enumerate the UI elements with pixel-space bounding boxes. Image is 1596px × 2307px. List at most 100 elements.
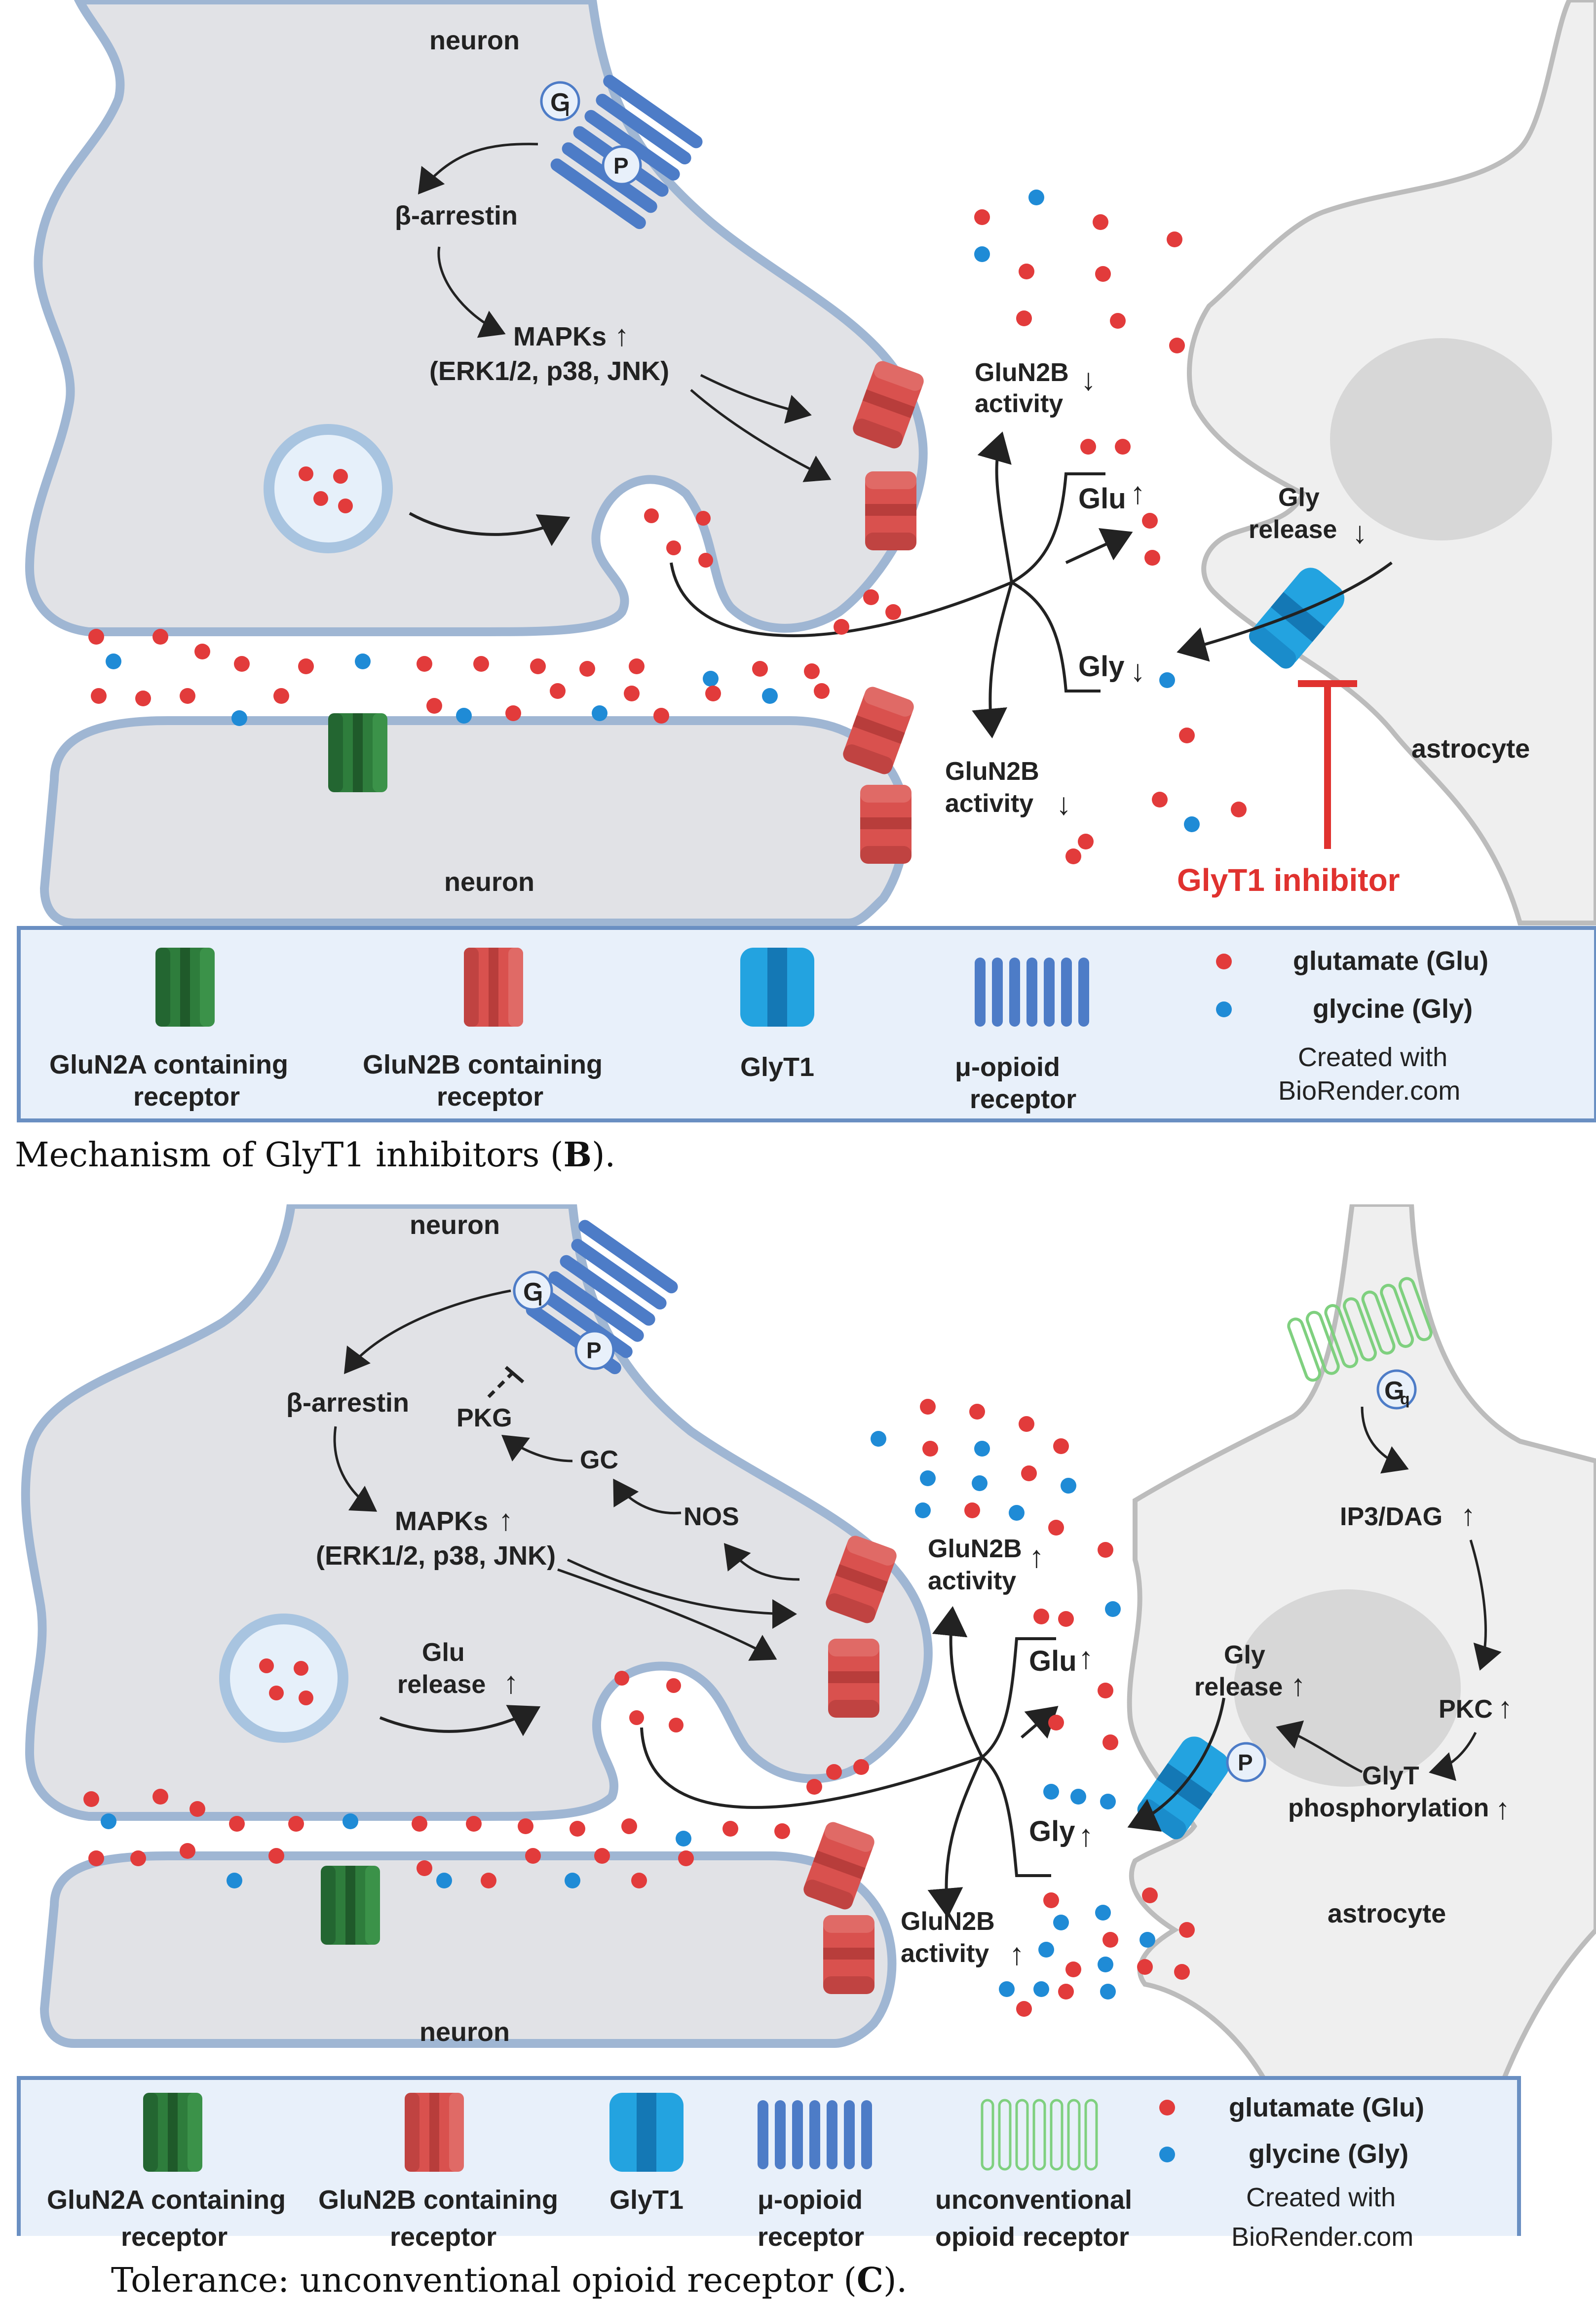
glutamate-molecule	[466, 1816, 482, 1832]
glutamate-molecule	[180, 1843, 195, 1859]
glutamate-molecule	[863, 589, 879, 605]
astrocyte-nucleus	[1330, 338, 1552, 540]
svg-text:receptor: receptor	[758, 2222, 864, 2252]
caption-b: Mechanism of GlyT1 inhibitors (B).	[15, 1135, 616, 1175]
legend-c-line2: receptor receptor receptor opioid recept…	[121, 2222, 1413, 2252]
glutamate-molecule	[806, 1779, 822, 1795]
glutamate-molecule	[834, 619, 849, 635]
glycine-molecule	[703, 671, 719, 687]
glutamate-molecule	[83, 1791, 99, 1807]
glutamate-molecule	[530, 658, 546, 674]
svg-text:neuron: neuron	[429, 26, 520, 55]
svg-text:GluN2B: GluN2B	[901, 1907, 995, 1936]
glycine-molecule	[101, 1813, 116, 1829]
glutamate-molecule	[412, 1816, 427, 1832]
svg-text:BioRender.com: BioRender.com	[1278, 1076, 1460, 1106]
glycine-molecule	[456, 708, 472, 724]
glutamate-molecule	[1080, 439, 1096, 455]
glutamate-molecule	[1093, 214, 1108, 230]
glutamate-molecule	[826, 1764, 842, 1780]
svg-text:receptor: receptor	[133, 1082, 240, 1112]
svg-text:↑: ↑	[503, 1666, 519, 1700]
glutamate-molecule	[298, 658, 314, 674]
glutamate-molecule	[481, 1873, 496, 1888]
legend-c	[17, 2076, 1521, 2236]
svg-text:↓: ↓	[1130, 654, 1145, 688]
glycine-molecule	[1038, 1942, 1054, 1958]
svg-text:NOS: NOS	[684, 1502, 739, 1531]
glycine-molecule	[1070, 1789, 1086, 1805]
glutamate-molecule	[1102, 1734, 1118, 1750]
svg-text:↑: ↑	[1130, 476, 1145, 510]
glutamate-molecule	[752, 661, 768, 677]
svg-text:astrocyte: astrocyte	[1328, 1899, 1446, 1928]
glutamate-molecule	[473, 656, 489, 672]
glutamate-molecule	[190, 1801, 205, 1817]
svg-text:receptor: receptor	[121, 2222, 228, 2252]
svg-text:G: G	[550, 88, 570, 117]
glutamate-molecule	[969, 1404, 985, 1420]
svg-text:receptor: receptor	[437, 1082, 543, 1112]
glutamate-molecule	[91, 688, 107, 704]
svg-text:glutamate (Glu): glutamate (Glu)	[1229, 2093, 1424, 2122]
svg-text:Glu: Glu	[1078, 483, 1126, 515]
glutamate-molecule	[1102, 1932, 1118, 1948]
glycine-molecule	[972, 1475, 988, 1491]
glutamate-molecule	[1016, 2001, 1032, 2017]
svg-text:Glu: Glu	[1029, 1645, 1077, 1677]
svg-text:receptor: receptor	[390, 2222, 496, 2252]
mu-opioid-receptor	[526, 1220, 678, 1375]
svg-text:Created with: Created with	[1298, 1042, 1447, 1072]
svg-text:opioid receptor: opioid receptor	[935, 2222, 1129, 2252]
svg-text:↑: ↑	[1009, 1937, 1025, 1971]
glycine-molecule	[1184, 816, 1200, 832]
svg-text:GluN2A containing: GluN2A containing	[49, 1050, 288, 1079]
glycine-molecule	[565, 1873, 580, 1888]
glutamate-molecule	[1048, 1715, 1064, 1730]
svg-text:Gly: Gly	[1029, 1815, 1075, 1847]
molecules-b	[88, 190, 1247, 864]
glutamate-molecule	[722, 1821, 738, 1837]
glutamate-molecule	[525, 1848, 541, 1864]
svg-text:astrocyte: astrocyte	[1411, 734, 1530, 764]
svg-text:PKG: PKG	[456, 1404, 512, 1432]
glutamate-molecule	[426, 698, 442, 714]
glutamate-molecule	[1152, 792, 1168, 807]
glutamate-molecule	[1016, 310, 1032, 326]
glycine-molecule	[1009, 1505, 1025, 1521]
svg-text:↑: ↑	[1498, 1691, 1513, 1724]
svg-text:G: G	[1384, 1377, 1404, 1405]
svg-text:i: i	[565, 102, 570, 119]
glutamate-molecule	[273, 688, 289, 704]
glycine-molecule	[1100, 1984, 1116, 1999]
glutamate-molecule	[1110, 313, 1126, 329]
svg-text:q: q	[1400, 1390, 1410, 1408]
svg-text:GlyT1: GlyT1	[740, 1052, 814, 1082]
glutamate-molecule	[1058, 1984, 1074, 1999]
svg-text:GlyT: GlyT	[1362, 1762, 1419, 1790]
svg-text:receptor: receptor	[970, 1084, 1076, 1114]
glutamate-molecule	[88, 629, 104, 645]
vesicle	[219, 1614, 348, 1743]
svg-text:PKC: PKC	[1439, 1695, 1493, 1724]
glycine-molecule	[676, 1831, 691, 1846]
unconventional-opioid-receptor	[1287, 1277, 1433, 1382]
glutamate-molecule	[1098, 1683, 1113, 1698]
svg-text:neuron: neuron	[419, 2017, 510, 2047]
svg-text:release: release	[1194, 1673, 1283, 1701]
postsynaptic-neuron	[39, 1851, 897, 2048]
svg-text:glutamate (Glu): glutamate (Glu)	[1293, 946, 1488, 976]
svg-text:β-arrestin: β-arrestin	[395, 201, 518, 231]
glutamate-molecule	[678, 1850, 694, 1866]
glycine-molecule	[227, 1873, 242, 1888]
glycine-molecule	[1053, 1915, 1069, 1930]
svg-text:↑: ↑	[1495, 1792, 1510, 1825]
svg-text:unconventional: unconventional	[935, 2185, 1132, 2215]
glutamate-molecule	[288, 1816, 304, 1832]
svg-text:↓: ↓	[1352, 516, 1368, 550]
glycine-molecule	[106, 654, 121, 669]
glutamate-molecule	[1021, 1465, 1037, 1481]
svg-text:neuron: neuron	[444, 867, 534, 897]
glycine-molecule	[1098, 1957, 1113, 1972]
glutamate-molecule	[804, 663, 820, 679]
